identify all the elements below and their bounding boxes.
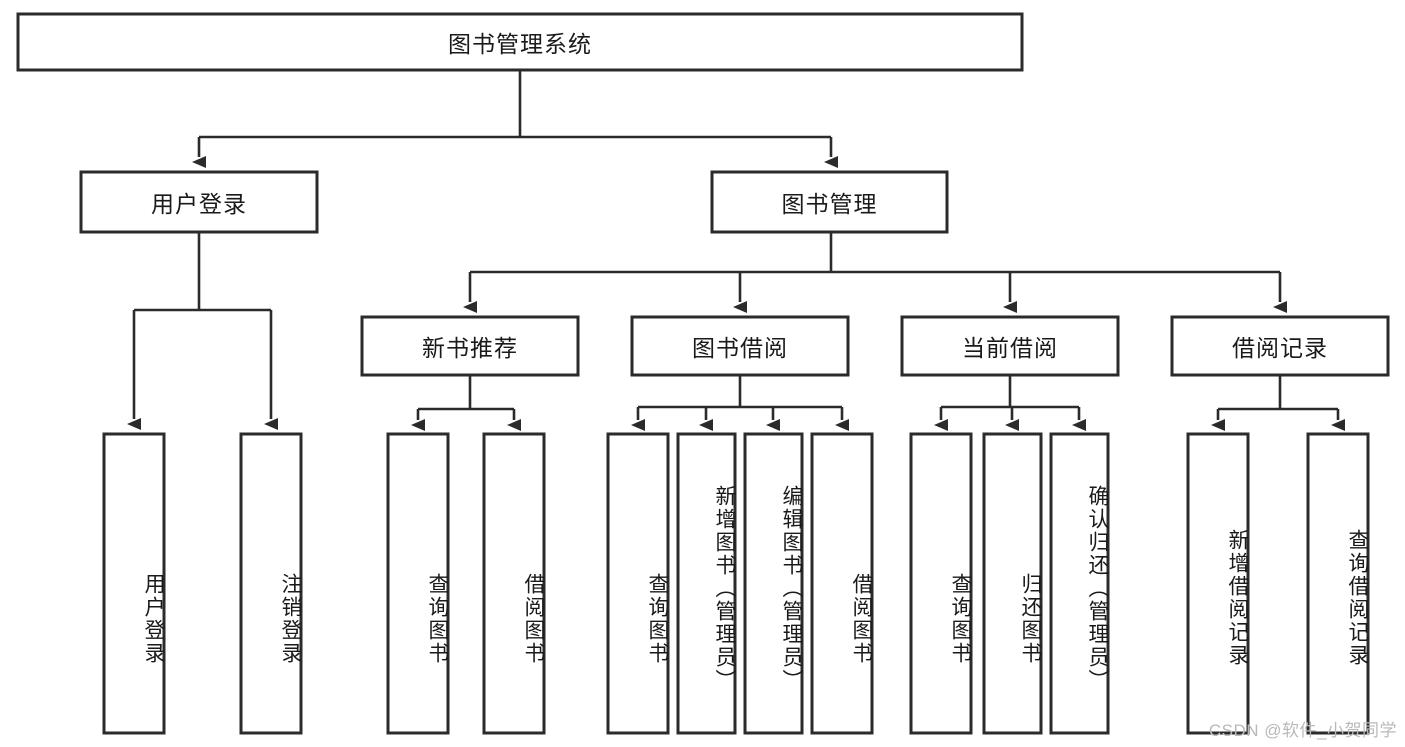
leaf-box[interactable] <box>102 432 166 735</box>
connector-login-to-leaves <box>127 232 278 430</box>
connector-root-to-level2 <box>192 70 838 168</box>
node-box-new-book-rec[interactable] <box>360 315 580 377</box>
leaf-box[interactable] <box>1049 432 1110 735</box>
leaf-box[interactable] <box>386 432 450 735</box>
csdn-watermark: CSDN @软件_小贺同学 <box>1208 721 1397 740</box>
connector-records-to-leaves <box>1211 375 1345 431</box>
leaf-box[interactable] <box>810 432 874 735</box>
leaf-box[interactable] <box>482 432 546 735</box>
node-box-root[interactable] <box>16 12 1024 72</box>
leaf-box[interactable] <box>606 432 670 735</box>
connector-newbook-to-leaves <box>411 375 521 431</box>
connector-borrow-to-leaves <box>631 375 849 431</box>
leaf-box[interactable] <box>239 432 303 735</box>
node-box-book-borrow[interactable] <box>630 315 850 377</box>
leaf-box[interactable] <box>743 432 804 735</box>
connector-current-to-leaves <box>934 375 1086 431</box>
leaf-box[interactable] <box>1306 432 1370 735</box>
leaf-box[interactable] <box>909 432 973 735</box>
leaf-box[interactable] <box>1186 432 1250 735</box>
node-box-book-mgmt[interactable] <box>710 170 949 234</box>
node-box-user-login[interactable] <box>79 170 319 234</box>
connector-bookmgmt-to-level3 <box>463 232 1287 313</box>
leaf-box[interactable] <box>676 432 737 735</box>
node-box-borrow-record[interactable] <box>1170 315 1390 377</box>
node-box-current-borrow[interactable] <box>900 315 1120 377</box>
leaf-box[interactable] <box>982 432 1043 735</box>
